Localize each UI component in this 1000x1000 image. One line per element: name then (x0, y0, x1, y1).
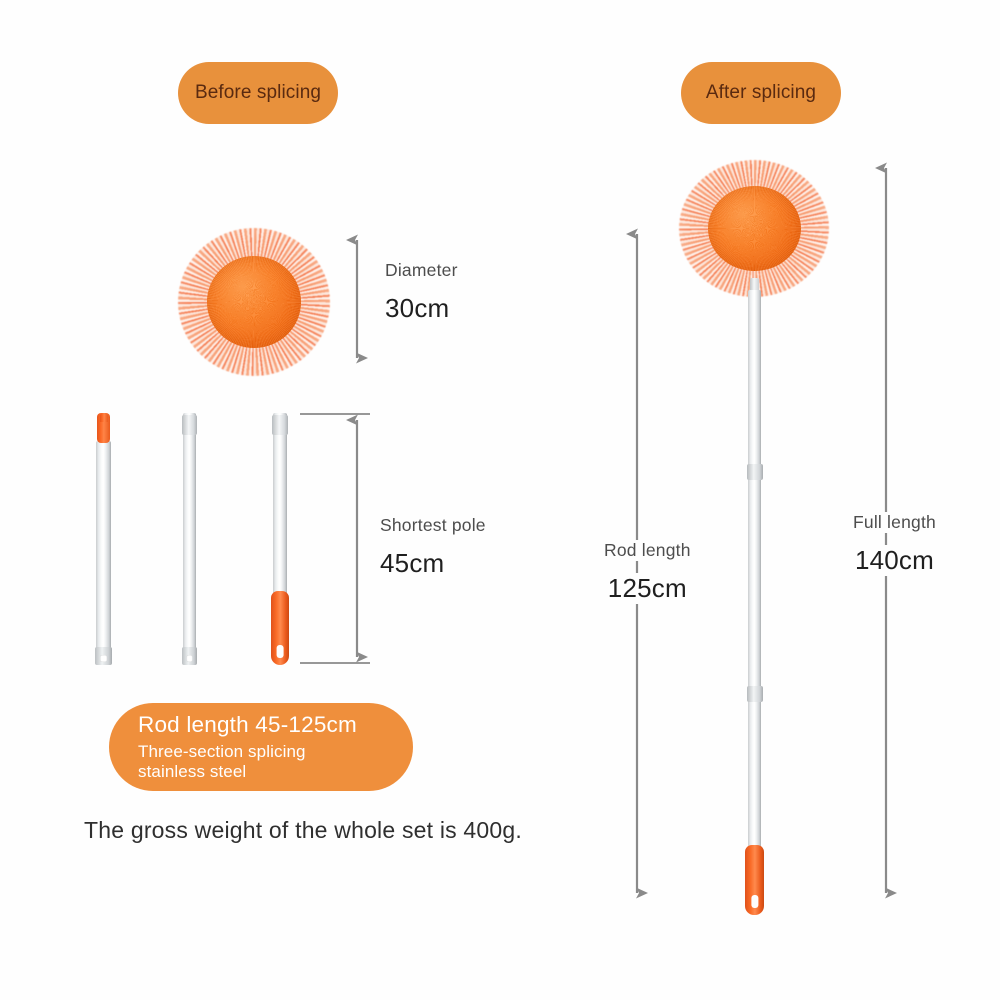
mop-head-assembled (679, 160, 829, 297)
pole-section-2 (182, 413, 197, 665)
badge-before-splicing-label: Before splicing (194, 82, 322, 103)
assembled-pole-neck (750, 278, 759, 292)
mop-head-detached (178, 228, 330, 376)
label-diameter-value: 30cm (385, 293, 450, 323)
pole-section-2-connector (182, 415, 197, 435)
label-full-length: Full length 140cm (847, 512, 942, 576)
assembled-pole (745, 278, 764, 915)
assembled-pole-handle-grip (745, 845, 764, 915)
pole-section-3-shaft (273, 413, 287, 599)
pole-section-2-shaft (183, 413, 196, 665)
mop-head-assembled-fringe (679, 160, 829, 297)
badge-after-splicing-label: After splicing (705, 82, 817, 103)
assembled-pole-joint-upper (746, 464, 763, 480)
label-shortest-pole-value: 45cm (380, 548, 445, 578)
label-rod-length: Rod length 125cm (598, 540, 697, 604)
label-rod-length-name: Rod length (598, 540, 697, 561)
pole-section-3-handle-grip (271, 591, 289, 665)
label-full-length-name: Full length (847, 512, 942, 533)
badge-rod-length-info-subtitle: Three-section splicing stainless steel (138, 741, 306, 781)
label-diameter: Diameter 30cm (385, 260, 458, 324)
pole-section-3 (271, 413, 289, 665)
mop-head-core (206, 256, 302, 348)
pole-section-1-ferrule (95, 647, 112, 665)
pole-section-2-ferrule (182, 647, 197, 665)
assembled-pole-shaft (748, 290, 761, 870)
mop-head-assembled-core (707, 186, 801, 271)
label-shortest-pole-name: Shortest pole (380, 515, 486, 535)
label-full-length-value: 140cm (848, 545, 940, 576)
pole-section-3-connector (272, 415, 288, 435)
label-shortest-pole: Shortest pole 45cm (380, 515, 486, 579)
badge-rod-length-info-title: Rod length 45-125cm (138, 712, 357, 738)
badge-before-splicing: Before splicing (178, 62, 338, 124)
assembled-pole-joint-lower (746, 686, 763, 702)
pole-section-1-shaft (96, 441, 111, 657)
shortest-pole-arrow (300, 413, 370, 664)
label-rod-length-value: 125cm (601, 573, 693, 604)
gross-weight-caption: The gross weight of the whole set is 400… (84, 817, 522, 843)
badge-after-splicing: After splicing (681, 62, 841, 124)
pole-section-1 (95, 413, 112, 665)
pole-section-1-cap-neck (99, 413, 108, 422)
label-diameter-name: Diameter (385, 260, 458, 280)
badge-rod-length-info: Rod length 45-125cm Three-section splici… (109, 703, 413, 791)
